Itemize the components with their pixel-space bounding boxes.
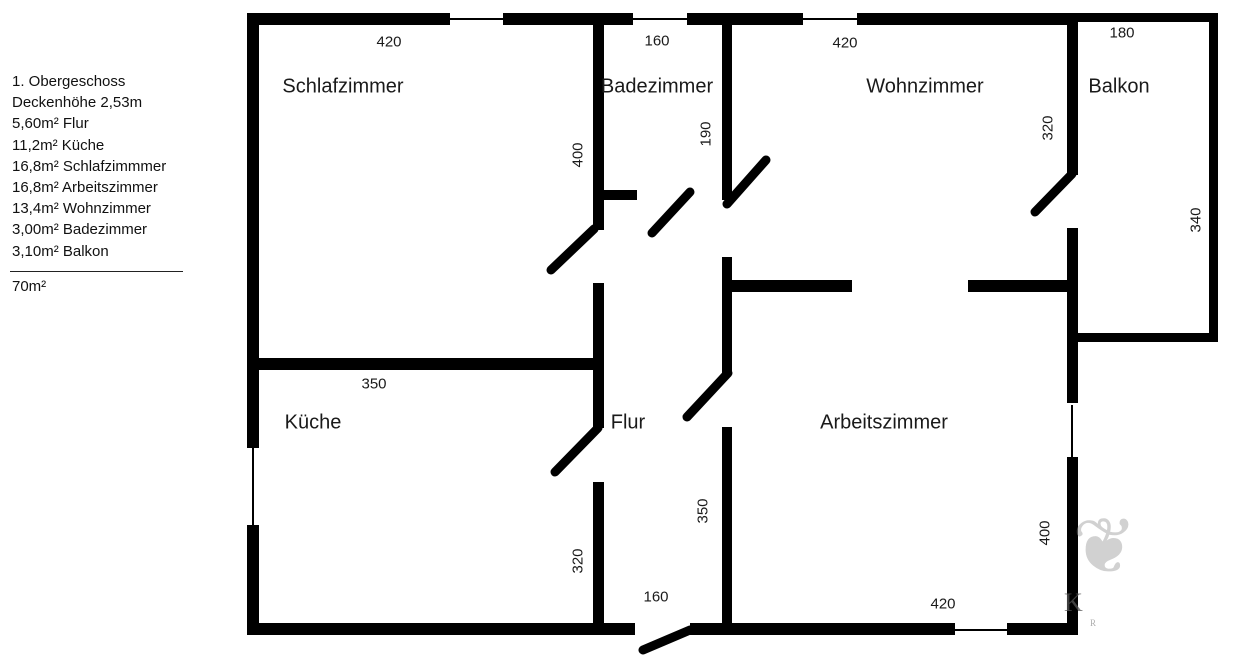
legend-line-schlafzimmer: 16,8m² Schlafzimmmer: [12, 157, 167, 175]
room-label-badezimmer: Badezimmer: [600, 75, 714, 98]
dim-arbeitszimmer-width: 420: [930, 595, 956, 613]
wall-balkon-top: [1078, 13, 1218, 22]
window-schlafzimmer-top: [450, 18, 503, 20]
wall-flur-right-lower: [722, 427, 732, 635]
dim-badezimmer-width: 160: [644, 32, 670, 50]
dim-flur-depth: 350: [694, 498, 712, 524]
door-wohnzimmer: [722, 155, 771, 209]
room-label-balkon: Balkon: [1088, 75, 1150, 98]
wall-balkon-bottom: [1078, 333, 1218, 342]
room-label-flur: Flur: [610, 411, 646, 434]
door-entrance: [638, 625, 695, 655]
legend-divider: [10, 270, 183, 272]
door-schlafzimmer: [546, 224, 599, 275]
wall-left-lower: [247, 525, 259, 635]
window-arbeitszimmer-right: [1071, 405, 1073, 457]
wall-top-wohnzimmer-left: [687, 13, 803, 25]
dim-kueche-depth: 320: [569, 548, 587, 574]
room-label-schlafzimmer: Schlafzimmer: [282, 75, 404, 98]
dim-badezimmer-depth: 190: [697, 121, 715, 147]
dim-wohnzimmer-depth: 320: [1039, 115, 1057, 141]
wall-arbeitszimmer-right-lower: [1067, 457, 1078, 635]
wall-kueche-right-lower: [593, 482, 604, 635]
wall-arbeitszimmer-right-mid: [1067, 228, 1078, 403]
wall-badezimmer-right: [722, 13, 732, 200]
legend-line-badezimmer: 3,00m² Badezimmer: [12, 221, 148, 239]
wall-balkon-right: [1209, 13, 1218, 342]
wall-top-schlafzimmer-bad: [503, 13, 633, 25]
wall-wohnzimmer-bottom-left: [722, 280, 852, 292]
dim-balkon-depth: 340: [1187, 207, 1205, 233]
dim-wohnzimmer-width: 420: [832, 34, 858, 52]
door-badezimmer: [647, 187, 695, 238]
window-kueche-left: [252, 448, 254, 525]
legend-line-title: 1. Obergeschoss: [12, 73, 126, 90]
wall-left-upper: [247, 13, 259, 448]
dim-arbeitszimmer-depth: 400: [1036, 520, 1054, 546]
window-arbeitszimmer-bottom: [955, 629, 1007, 631]
dim-entry-width: 160: [643, 588, 669, 606]
wall-flur-right-mid: [722, 257, 732, 373]
wall-wohnzimmer-right-upper: [1067, 13, 1078, 175]
dim-balkon-width: 180: [1109, 24, 1135, 42]
wall-schlafzimmer-right-upper: [593, 13, 604, 230]
legend-line-kueche: 11,2m² Küche: [12, 136, 105, 154]
dim-schlafzimmer-depth: 400: [569, 142, 587, 168]
door-balkon: [1030, 169, 1077, 217]
door-kueche: [550, 423, 603, 477]
room-label-arbeitszimmer: Arbeitszimmer: [820, 411, 948, 434]
wall-wohnzimmer-bottom-right: [968, 280, 1078, 292]
legend-panel: 1. Obergeschoss Deckenhöhe 2,53m 5,60m² …: [10, 71, 183, 297]
room-label-wohnzimmer: Wohnzimmer: [866, 75, 984, 98]
door-arbeitszimmer: [682, 368, 733, 422]
window-wohnzimmer-top: [803, 18, 857, 20]
dim-kueche-width: 350: [361, 375, 387, 393]
wall-bottom-left: [247, 623, 635, 635]
wall-top-schlafzimmer: [247, 13, 450, 25]
wall-schlafzimmer-kueche-right-mid: [593, 283, 604, 428]
wall-bottom-right: [1007, 623, 1078, 635]
dim-schlafzimmer-width: 420: [376, 33, 402, 51]
wall-kueche-top: [247, 358, 604, 370]
room-label-kueche: Küche: [284, 411, 342, 434]
legend-line-ceiling-height: Deckenhöhe 2,53m: [12, 94, 143, 112]
window-badezimmer-top: [633, 18, 687, 20]
wall-bottom-middle: [690, 623, 955, 635]
legend-line-wohnzimmer: 13,4m² Wohnzimmer: [12, 200, 151, 218]
legend-total-area: 70m²: [12, 277, 47, 295]
legend-line-arbeitszimmer: 16,8m² Arbeitszimmer: [12, 179, 158, 197]
legend-line-balkon: 3,10m² Balkon: [12, 242, 109, 260]
wall-top-wohnzimmer-right: [857, 13, 1073, 25]
legend-line-flur: 5,60m² Flur: [12, 115, 89, 133]
wall-badezimmer-bottom: [593, 190, 637, 200]
